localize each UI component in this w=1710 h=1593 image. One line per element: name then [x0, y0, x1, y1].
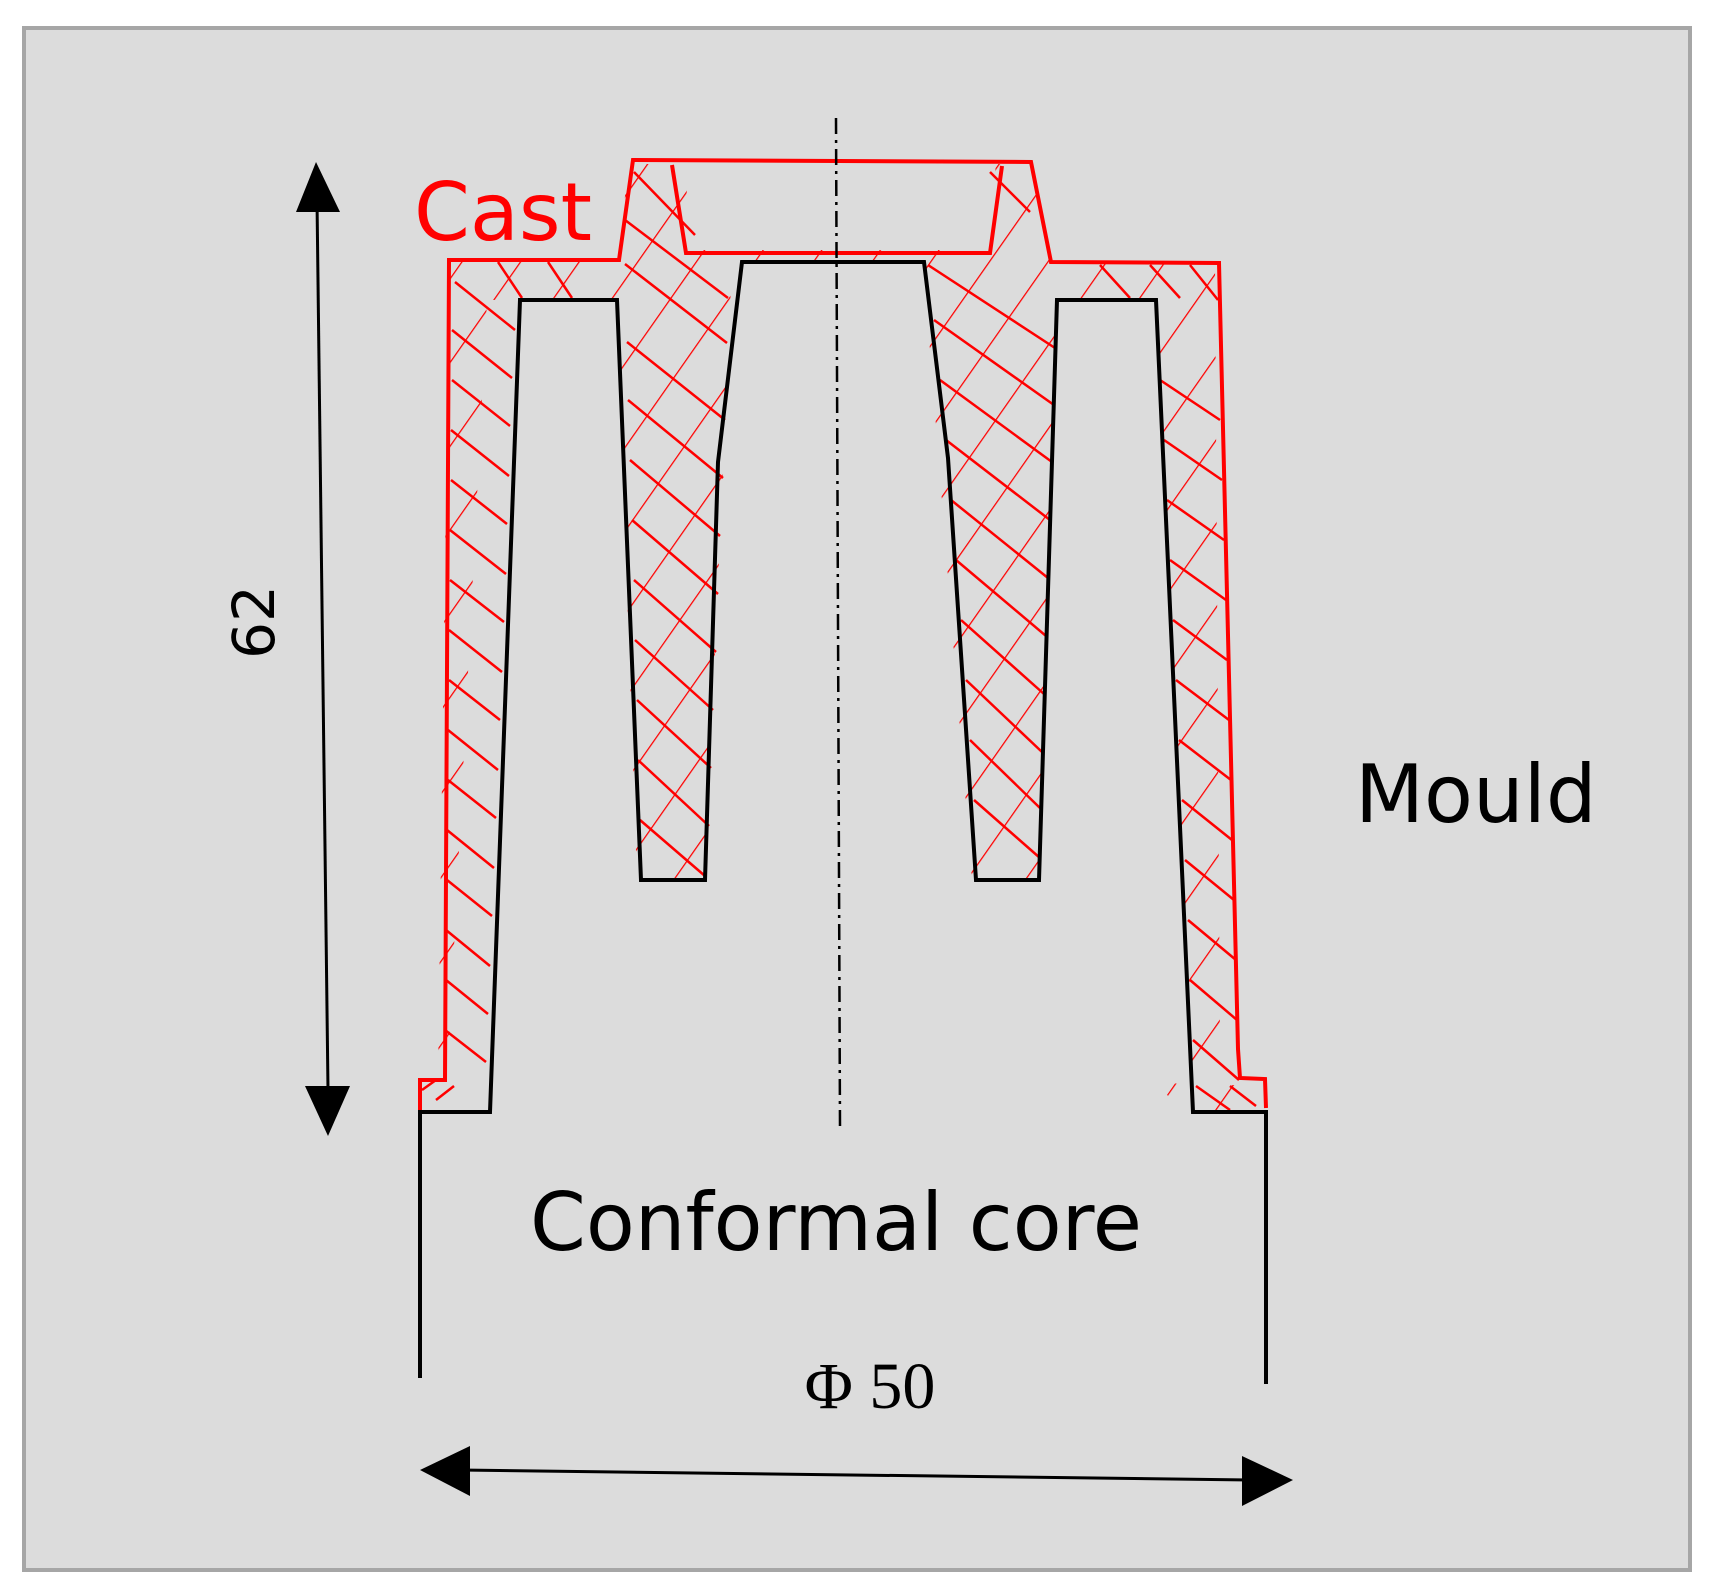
cast-outline [418, 157, 1268, 1110]
height-arrow-up-icon [296, 162, 340, 212]
diagram-panel [22, 26, 1692, 1572]
height-dimension: 62 [220, 162, 350, 1136]
height-arrow-down-icon [305, 1086, 350, 1136]
height-dimension-label: 62 [220, 585, 288, 659]
height-dimension-line [315, 199, 330, 1091]
cast-sprue-inner [670, 164, 1004, 255]
diameter-arrow-left-icon [420, 1446, 470, 1496]
diameter-dimension-line [459, 1468, 1251, 1482]
core-label: Conformal core [530, 1176, 1142, 1269]
diameter-dimension: Φ 50 [420, 1350, 1293, 1506]
centre-line [834, 117, 842, 1129]
core-profile [418, 260, 1268, 1384]
cast-hatch-lines [421, 171, 1257, 1112]
cast-label: Cast [414, 166, 592, 259]
diameter-dimension-label: Φ 50 [805, 1350, 936, 1423]
cast-outer-profile [418, 157, 1268, 1110]
diameter-arrow-right-icon [1242, 1456, 1293, 1506]
core-outline [418, 260, 1268, 1384]
mould-label: Mould [1355, 748, 1597, 841]
